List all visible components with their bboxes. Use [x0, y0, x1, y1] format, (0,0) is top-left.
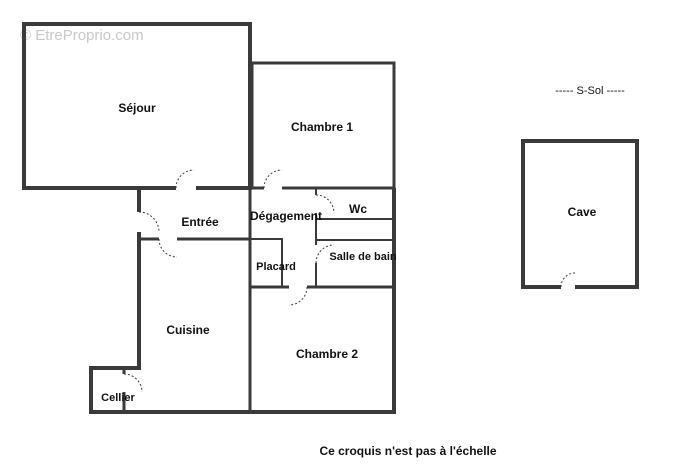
room-label-wc: Wc [349, 202, 367, 216]
room-label-chambre2: Chambre 2 [296, 347, 358, 361]
room-label-cellier: Cellier [101, 392, 135, 404]
room-label-placard: Placard [256, 261, 296, 273]
room-label-salle-de-bain: Salle de bain [329, 251, 397, 263]
door-openings [121, 185, 575, 392]
room-label-cuisine: Cuisine [166, 323, 210, 337]
room-cave-walls [521, 139, 639, 289]
lower-block-walls [89, 188, 396, 414]
room-label-cave: Cave [568, 205, 597, 219]
room-label-sejour: Séjour [118, 101, 156, 115]
walls [22, 22, 639, 414]
disclaimer-text: Ce croquis n'est pas à l'échelle [319, 444, 496, 458]
level-label: ----- S-Sol ----- [555, 85, 625, 97]
door-swings [123, 169, 576, 393]
room-label-degagement: Dégagement [250, 209, 322, 223]
room-chambre1-walls [250, 61, 396, 190]
room-label-entree: Entrée [181, 215, 219, 229]
room-label-chambre1: Chambre 1 [291, 120, 353, 134]
watermark: © EtreProprio.com [20, 27, 144, 44]
